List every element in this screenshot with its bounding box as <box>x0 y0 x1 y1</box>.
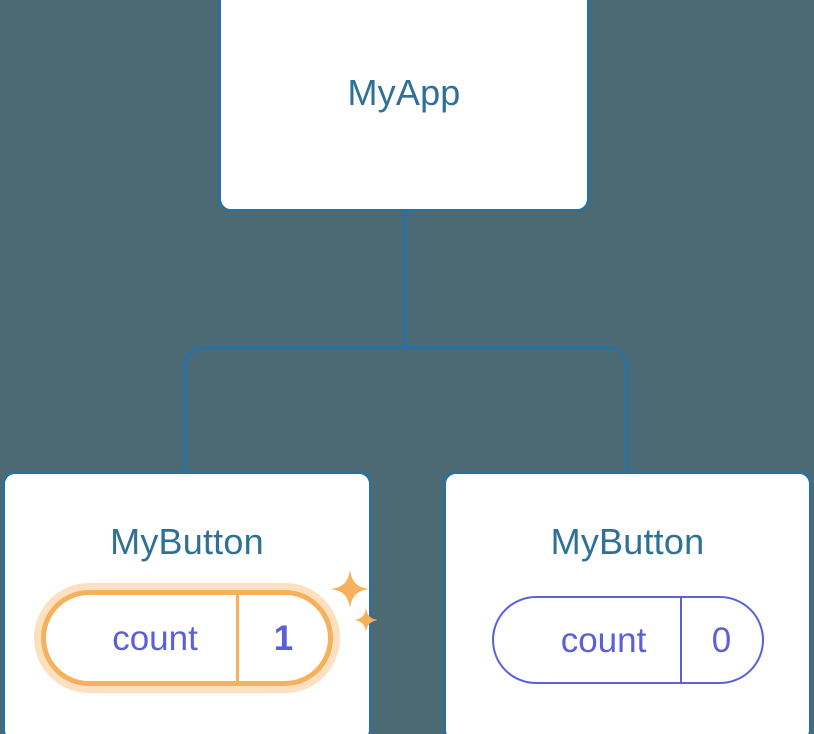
state-pill-left-wrapper: count 1 <box>41 570 377 686</box>
node-child-right-title: MyButton <box>550 521 705 562</box>
sparkle-large-icon <box>331 570 369 608</box>
state-pill-right-key: count <box>560 620 647 660</box>
state-pill-right[interactable]: count 0 <box>491 596 764 684</box>
state-pill-left[interactable]: count 1 <box>41 590 333 686</box>
state-pill-left-key: count <box>112 618 198 658</box>
state-pill-right-value: 0 <box>679 598 762 682</box>
node-root-myapp[interactable]: MyApp <box>218 0 590 212</box>
state-pill-left-value: 1 <box>236 595 328 681</box>
node-child-mybutton-left[interactable]: MyButton count 1 <box>2 471 377 734</box>
connector-branch-right <box>405 346 629 474</box>
node-child-left-title: MyButton <box>110 521 264 562</box>
state-pill-right-wrapper: count 0 <box>491 596 764 684</box>
connector-branch-left <box>183 346 405 474</box>
node-root-title: MyApp <box>347 72 461 113</box>
node-child-mybutton-right[interactable]: MyButton count 0 <box>443 471 812 734</box>
